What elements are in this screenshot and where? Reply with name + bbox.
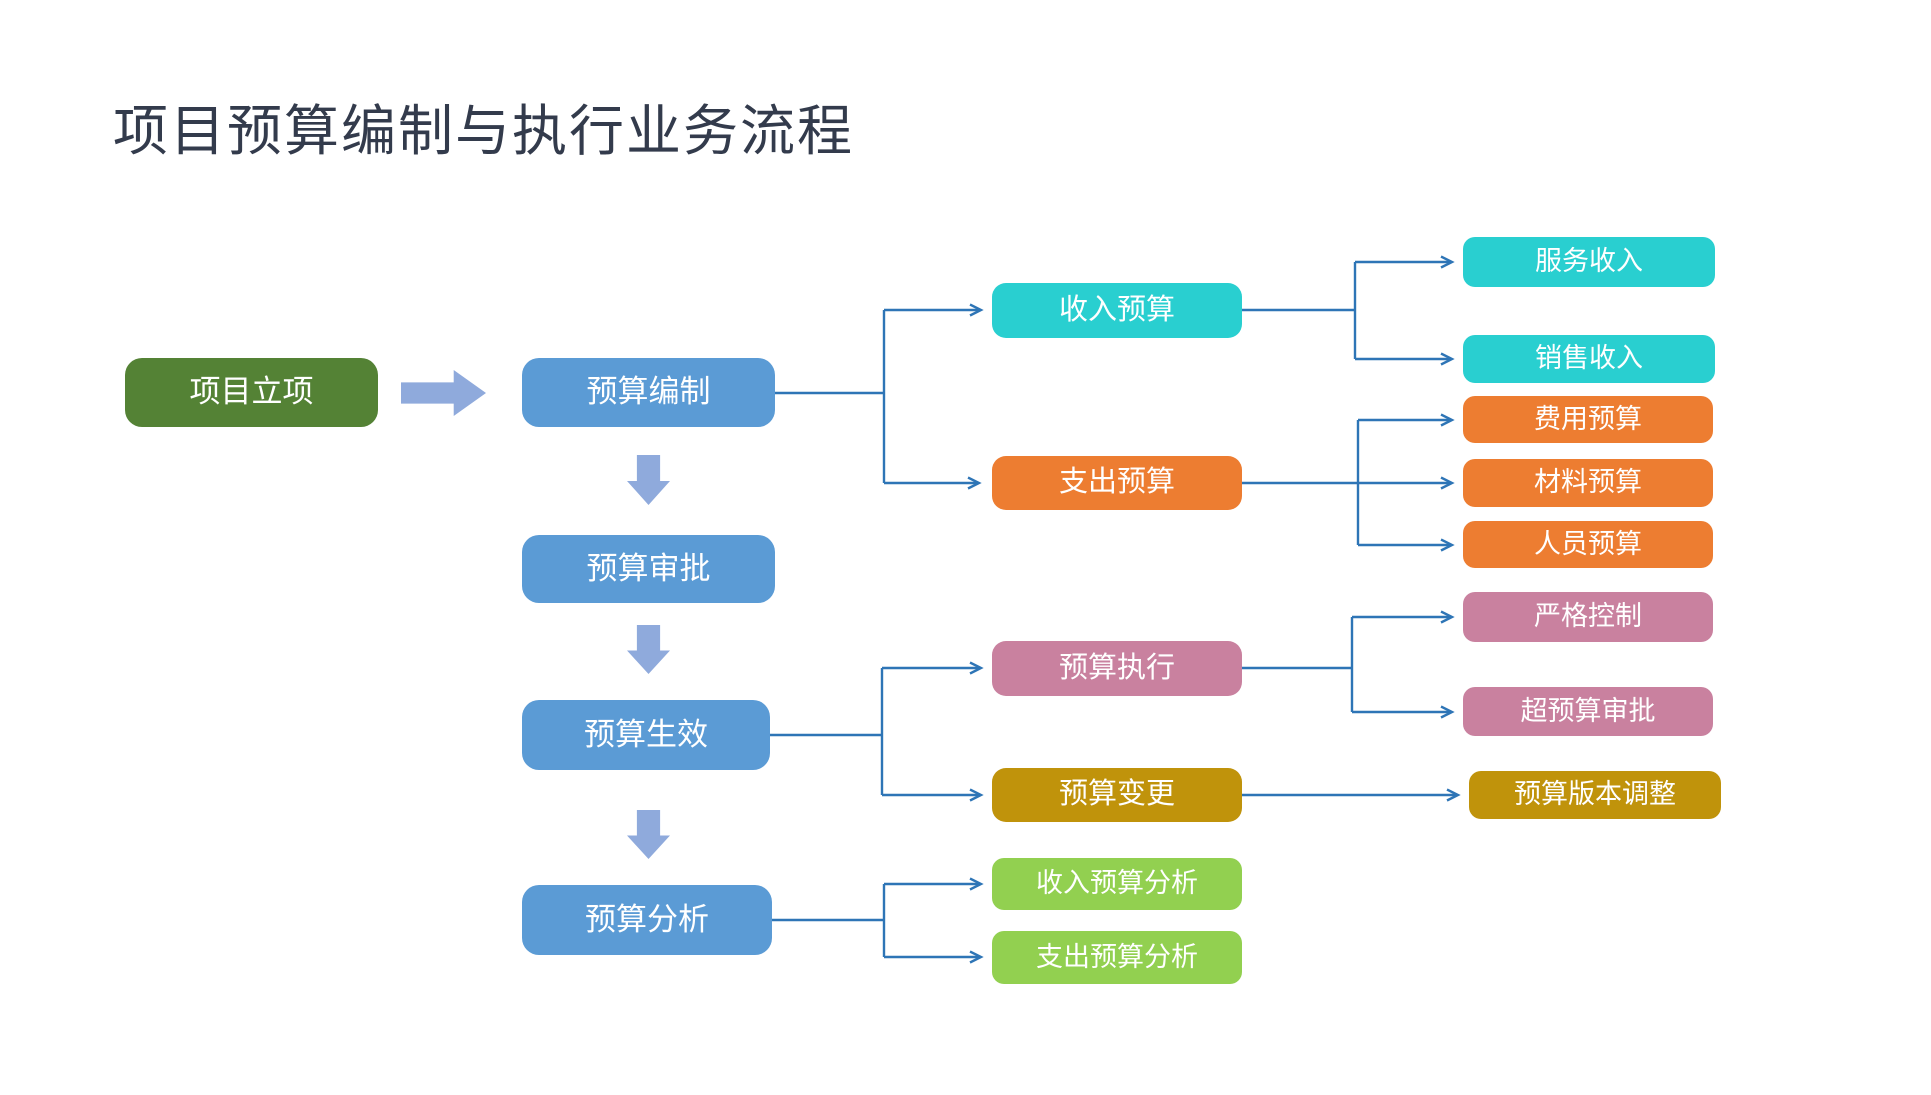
node-budget-execution: 预算执行 bbox=[992, 641, 1242, 696]
node-strict-control: 严格控制 bbox=[1463, 592, 1713, 642]
node-expenditure-budget: 支出预算 bbox=[992, 456, 1242, 510]
node-budget-analysis: 预算分析 bbox=[522, 885, 772, 955]
node-budget-preparation: 预算编制 bbox=[522, 358, 775, 427]
node-budget-effective: 预算生效 bbox=[522, 700, 770, 770]
node-income-budget: 收入预算 bbox=[992, 283, 1242, 338]
node-budget-change: 预算变更 bbox=[992, 768, 1242, 822]
node-service-income: 服务收入 bbox=[1463, 237, 1715, 287]
node-income-budget-analysis: 收入预算分析 bbox=[992, 858, 1242, 910]
node-expenditure-budget-analysis: 支出预算分析 bbox=[992, 931, 1242, 984]
node-budget-version-adjust: 预算版本调整 bbox=[1469, 771, 1721, 819]
node-fee-budget: 费用预算 bbox=[1463, 396, 1713, 443]
node-personnel-budget: 人员预算 bbox=[1463, 521, 1713, 568]
node-budget-approval: 预算审批 bbox=[522, 535, 775, 603]
node-project-initiation: 项目立项 bbox=[125, 358, 378, 427]
node-sales-income: 销售收入 bbox=[1463, 335, 1715, 383]
node-material-budget: 材料预算 bbox=[1463, 459, 1713, 507]
page-title: 项目预算编制与执行业务流程 bbox=[113, 100, 855, 162]
node-over-budget-approval: 超预算审批 bbox=[1463, 687, 1713, 736]
